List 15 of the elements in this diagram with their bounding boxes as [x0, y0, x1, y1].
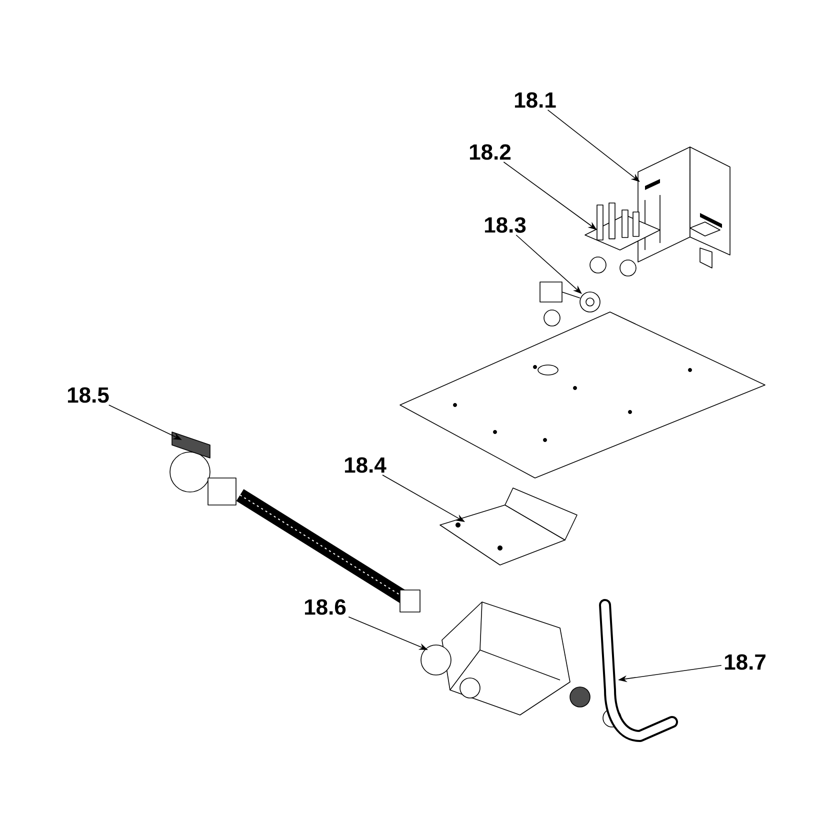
callout-number: 18.5	[68, 387, 109, 403]
heat-shield-drawing	[638, 146, 730, 268]
callout-number: 18.3	[484, 217, 526, 233]
callout-number: 18.1	[514, 92, 556, 108]
callout-number: 18.4	[344, 457, 386, 473]
callout-number: 18.2	[470, 144, 511, 160]
thermocouple-fitting-drawing	[540, 282, 600, 326]
gas-valve-drawing	[420, 602, 622, 728]
gas-tube-drawing	[599, 599, 678, 742]
callout-number: 18.6	[304, 599, 346, 615]
mounting-bracket-drawing	[440, 488, 578, 566]
ball-valve-drawing	[170, 432, 236, 506]
leader-line	[516, 234, 582, 294]
pilot-assembly-drawing	[584, 202, 660, 276]
callout-number: 18.7	[724, 654, 766, 670]
